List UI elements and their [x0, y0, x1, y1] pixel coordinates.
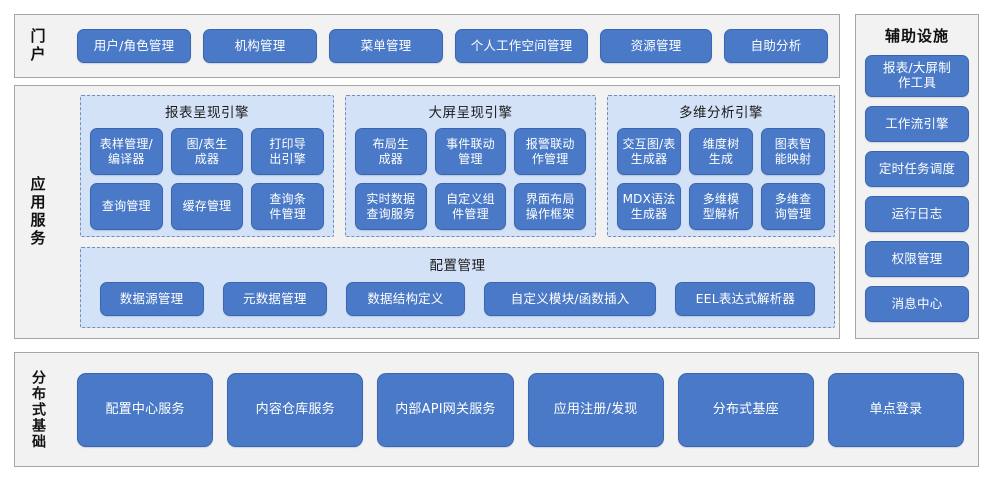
dist-button-app-register-discovery[interactable]: 应用注册/发现 — [527, 372, 664, 447]
engine-group-report: 报表呈现引擎 表样管理/ 编译器 图/表生 成器 打印导 出引擎 查询管理 缓存… — [80, 95, 334, 237]
portal-button-user-role[interactable]: 用户/角色管理 — [77, 29, 191, 63]
config-management-group: 配置管理 数据源管理 元数据管理 数据结构定义 自定义模块/函数插入 EEL表达… — [80, 247, 835, 328]
distributed-base-section-label: 分布式基础 — [30, 369, 46, 450]
module-mdx-syntax-generator[interactable]: MDX语法 生成器 — [617, 183, 681, 230]
aux-facilities-section: 辅助设施 报表/大屏制 作工具 工作流引擎 定时任务调度 运行日志 权限管理 消… — [855, 14, 979, 339]
module-realtime-data-query-service[interactable]: 实时数据 查询服务 — [355, 183, 427, 230]
module-table-template-compiler[interactable]: 表样管理/ 编译器 — [90, 128, 163, 175]
portal-section: 门户 用户/角色管理 机构管理 菜单管理 个人工作空间管理 资源管理 自助分析 — [14, 14, 840, 78]
config-management-row: 数据源管理 元数据管理 数据结构定义 自定义模块/函数插入 EEL表达式解析器 — [81, 274, 834, 326]
engine-group-bigscreen: 大屏呈现引擎 布局生 成器 事件联动 管理 报警联动 作管理 实时数据 查询服务… — [345, 95, 596, 237]
module-chart-smart-mapping[interactable]: 图表智 能映射 — [761, 128, 825, 175]
portal-button-workspace[interactable]: 个人工作空间管理 — [455, 29, 588, 63]
module-dimension-tree-generation[interactable]: 维度树 生成 — [689, 128, 753, 175]
aux-facilities-list: 报表/大屏制 作工具 工作流引擎 定时任务调度 运行日志 权限管理 消息中心 — [856, 46, 978, 332]
portal-section-label: 门户 — [28, 28, 47, 64]
portal-button-org[interactable]: 机构管理 — [203, 29, 317, 63]
module-cache-management[interactable]: 缓存管理 — [170, 183, 244, 230]
module-custom-module-function-insert[interactable]: 自定义模块/函数插入 — [484, 282, 657, 316]
aux-facilities-title: 辅助设施 — [884, 27, 949, 45]
engine-group-olap: 多维分析引擎 交互图/表 生成器 维度树 生成 图表智 能映射 MDX语法 生成… — [607, 95, 835, 237]
module-layout-generator[interactable]: 布局生 成器 — [355, 128, 427, 175]
module-query-management[interactable]: 查询管理 — [90, 183, 163, 230]
dist-button-content-repository-service[interactable]: 内容仓库服务 — [227, 372, 364, 447]
aux-button-report-bigscreen-authoring-tool[interactable]: 报表/大屏制 作工具 — [865, 55, 969, 97]
module-chart-table-generator[interactable]: 图/表生 成器 — [170, 128, 244, 175]
module-custom-component-management[interactable]: 自定义组 件管理 — [434, 183, 507, 230]
module-event-linkage-management[interactable]: 事件联动 管理 — [434, 128, 507, 175]
application-services-section-label: 应用服务 — [28, 176, 47, 248]
module-alarm-linkage-action-management[interactable]: 报警联动 作管理 — [514, 128, 586, 175]
dist-button-config-center-service[interactable]: 配置中心服务 — [77, 372, 214, 447]
config-management-title: 配置管理 — [429, 258, 486, 274]
portal-button-row: 用户/角色管理 机构管理 菜单管理 个人工作空间管理 资源管理 自助分析 — [77, 15, 828, 77]
module-print-export-engine[interactable]: 打印导 出引擎 — [251, 128, 324, 175]
engine-group-olap-title: 多维分析引擎 — [679, 105, 763, 121]
dist-button-single-sign-on[interactable]: 单点登录 — [827, 372, 965, 447]
module-interactive-chart-table-generator[interactable]: 交互图/表 生成器 — [617, 128, 681, 175]
module-multidim-model-parsing[interactable]: 多维模 型解析 — [689, 183, 753, 230]
engine-group-report-title: 报表呈现引擎 — [165, 105, 249, 121]
module-query-condition-management[interactable]: 查询条 件管理 — [251, 183, 324, 230]
module-metadata-management[interactable]: 元数据管理 — [222, 282, 327, 316]
engine-group-olap-grid: 交互图/表 生成器 维度树 生成 图表智 能映射 MDX语法 生成器 多维模 型… — [608, 121, 834, 239]
aux-button-permission-management[interactable]: 权限管理 — [865, 241, 969, 277]
module-data-structure-definition[interactable]: 数据结构定义 — [345, 282, 465, 316]
distributed-base-section: 分布式基础 配置中心服务 内容仓库服务 内部API网关服务 应用注册/发现 分布… — [14, 352, 979, 467]
dist-button-internal-api-gateway-service[interactable]: 内部API网关服务 — [377, 372, 514, 447]
dist-button-distributed-base[interactable]: 分布式基座 — [677, 372, 814, 447]
engine-group-report-grid: 表样管理/ 编译器 图/表生 成器 打印导 出引擎 查询管理 缓存管理 查询条 … — [81, 121, 333, 239]
aux-button-scheduled-task-scheduler[interactable]: 定时任务调度 — [865, 151, 969, 187]
portal-button-menu[interactable]: 菜单管理 — [329, 29, 443, 63]
portal-button-resource[interactable]: 资源管理 — [600, 29, 712, 63]
aux-button-workflow-engine[interactable]: 工作流引擎 — [865, 106, 969, 142]
module-datasource-management[interactable]: 数据源管理 — [99, 282, 204, 316]
distributed-base-row: 配置中心服务 内容仓库服务 内部API网关服务 应用注册/发现 分布式基座 单点… — [71, 353, 970, 466]
module-ui-layout-operation-framework[interactable]: 界面布局 操作框架 — [514, 183, 586, 230]
portal-button-self-service-analysis[interactable]: 自助分析 — [724, 29, 828, 63]
aux-button-message-center[interactable]: 消息中心 — [865, 286, 969, 322]
module-multidim-query-management[interactable]: 多维查 询管理 — [761, 183, 825, 230]
engine-group-bigscreen-title: 大屏呈现引擎 — [428, 105, 513, 121]
module-eel-expression-parser[interactable]: EEL表达式解析器 — [675, 282, 816, 316]
engine-group-bigscreen-grid: 布局生 成器 事件联动 管理 报警联动 作管理 实时数据 查询服务 自定义组 件… — [346, 121, 595, 239]
aux-button-runtime-log[interactable]: 运行日志 — [865, 196, 969, 232]
application-services-section: 应用服务 报表呈现引擎 表样管理/ 编译器 图/表生 成器 打印导 出引擎 查询… — [14, 85, 840, 339]
